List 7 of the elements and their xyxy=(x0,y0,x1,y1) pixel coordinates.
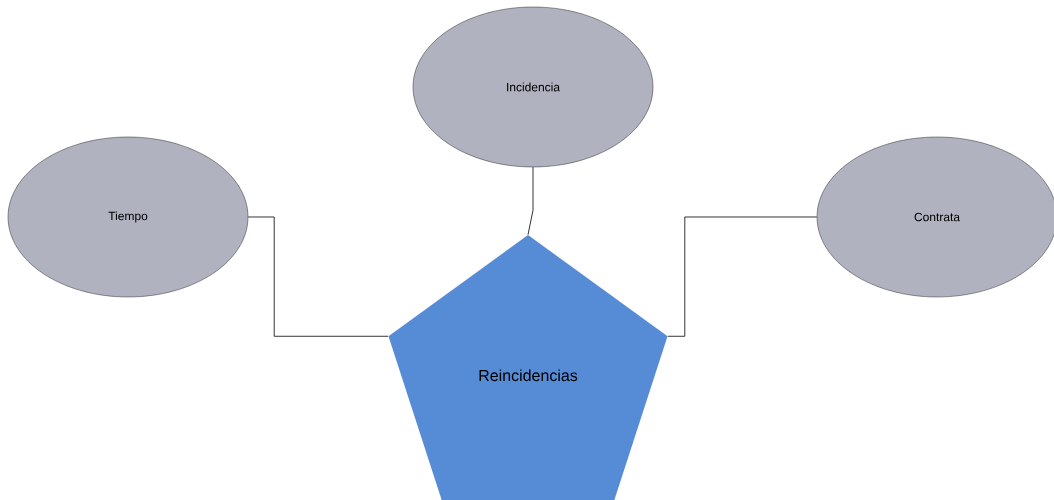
connector-line xyxy=(527,166,534,236)
ellipse-node: Incidencia xyxy=(412,6,654,168)
connector-line xyxy=(667,216,818,337)
connector-line xyxy=(247,216,389,337)
ellipse-node: Contrata xyxy=(816,136,1054,298)
ellipse-node: Tiempo xyxy=(7,136,249,298)
pentagon-node: Reincidencias xyxy=(388,235,668,500)
